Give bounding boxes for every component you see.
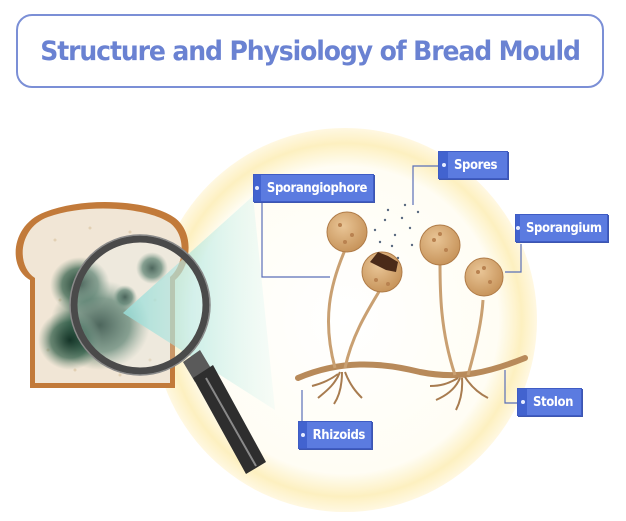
bullet-icon [516,226,520,230]
label-tab [299,422,307,448]
sporangiophore-stalks [326,249,485,376]
label-text: Sporangium [526,220,602,236]
label-rhizoids: Rhizoids [298,421,372,449]
label-tab [518,389,527,415]
bullet-icon [255,186,260,190]
sporangia [326,211,504,297]
label-sporangiophore: Sporangiophore [253,174,374,202]
label-sporangium: Sporangium [515,214,608,242]
bullet-icon [520,400,525,404]
connector-lines [261,165,522,421]
label-text: Rhizoids [312,427,366,443]
label-tab [516,215,520,241]
label-text: Spores [454,157,498,173]
label-text: Stolon [533,394,574,410]
label-tab [439,152,448,178]
label-tab [254,175,261,201]
page-title: Structure and Physiology of Bread Mould [40,35,581,67]
sporangia-spots [338,223,492,286]
magnifying-glass [69,234,266,474]
label-spores: Spores [438,151,508,179]
bullet-icon [441,163,446,167]
magnifier-beam [123,196,275,410]
label-stolon: Stolon [517,388,582,416]
bullet-icon [300,433,305,437]
label-text: Sporangiophore [266,180,367,196]
title-box: Structure and Physiology of Bread Mould [16,14,604,88]
rhizoids-roots [311,371,489,411]
spores-dots [373,203,420,260]
